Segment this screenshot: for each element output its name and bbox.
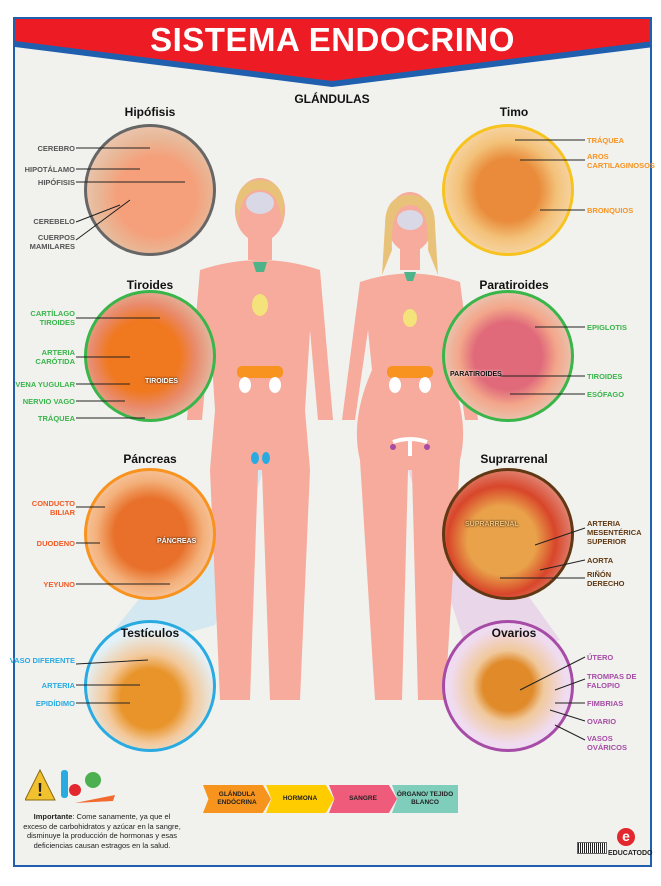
pancreas-inner-label: PÁNCREAS <box>157 538 197 545</box>
female-pancreas <box>387 366 433 378</box>
label-aorta: AORTA <box>587 556 614 565</box>
note-text: : Come sanamente, ya que el exceso de ca… <box>23 812 181 850</box>
tiroides-title: Tiroides <box>126 278 174 292</box>
label-arteria-carotida: ARTERIA CARÓTIDA <box>35 348 75 366</box>
male-pancreas <box>237 366 283 378</box>
tiroides-inner-label: TIROIDES <box>145 378 179 385</box>
warning-food-icon: ! <box>25 768 115 803</box>
pancreas-title: Páncreas <box>123 452 177 466</box>
female-uterus <box>392 437 428 456</box>
label-tiroides-para: TIROIDES <box>587 372 623 381</box>
note-bold: Importante <box>33 812 73 821</box>
female-hair <box>382 195 438 275</box>
label-bronquios: BRONQUIOS <box>587 206 634 215</box>
label-vena-yugular: VENA YUGULAR <box>15 380 75 389</box>
paratiroides-circle <box>442 290 574 422</box>
label-cartilago-tiroides: CARTÍLAGO TIROIDES <box>30 309 75 327</box>
svg-text:!: ! <box>37 780 43 800</box>
label-cerebro: CEREBRO <box>37 144 75 153</box>
title-banner <box>15 19 650 87</box>
timo-title: Timo <box>499 105 529 119</box>
male-testis <box>251 452 259 464</box>
label-vasos-ovaricos: VASOS OVÁRICOS <box>587 734 628 752</box>
male-thymus <box>252 294 268 316</box>
label-utero: ÚTERO <box>587 653 614 662</box>
timo-circle <box>442 124 574 256</box>
label-rinon-derecho: RIÑÓN DERECHO <box>587 570 625 588</box>
suprarrenal-circle <box>442 468 574 600</box>
pancreas-circle <box>84 468 216 600</box>
label-traquea-timo: TRÁQUEA <box>587 136 625 145</box>
label-epiglotis: EPIGLOTIS <box>587 323 628 332</box>
label-vaso-diferente: VASO DIFERENTE <box>9 656 75 665</box>
ovarios-title: Ovarios <box>491 626 537 640</box>
label-trompas-falopio: TROMPAS DE FALOPIO <box>587 672 637 690</box>
male-adrenal <box>239 377 251 393</box>
label-fimbrias: FIMBRIAS <box>587 699 624 708</box>
flow-step-glandula: GLÁNDULA ENDÓCRINA <box>203 785 271 813</box>
poster-title: SISTEMA ENDOCRINO <box>150 21 515 58</box>
suprarrenal-inner-label: SUPRARRENAL <box>465 521 519 528</box>
female-ovary <box>390 444 396 450</box>
flow-step-organo: ÓRGANO/ TEJIDO BLANCO <box>392 785 458 813</box>
female-thymus <box>403 309 417 327</box>
label-traquea: TRÁQUEA <box>37 414 75 423</box>
label-arteria: ARTERIA <box>41 681 75 690</box>
hipofisis-circle <box>84 124 216 256</box>
female-brain <box>397 210 423 230</box>
label-yeyuno: YEYUNO <box>43 580 75 589</box>
important-note: Importante: Come sanamente, ya que el ex… <box>22 812 182 850</box>
male-thyroid <box>253 262 267 272</box>
label-ovario: OVARIO <box>587 717 617 726</box>
label-arteria-mesenterica: ARTERIA MESENTÉRICA SUPERIOR <box>587 519 642 546</box>
paratiroides-title: Paratiroides <box>479 278 549 292</box>
tiroides-circle <box>84 290 216 422</box>
label-conducto-biliar: CONDUCTO BILIAR <box>31 499 75 517</box>
testiculos-title: Testículos <box>120 626 180 640</box>
label-cuerpos-mamilares: CUERPOS MAMILARES <box>29 233 75 251</box>
label-nervio-vago: NERVIO VAGO <box>22 397 75 406</box>
brand-name: EDUCATODO <box>608 850 653 857</box>
paratiroides-inner-label: PARATIROIDES <box>450 371 502 378</box>
label-hipotalamo: HIPOTÁLAMO <box>24 165 75 174</box>
publisher-info <box>526 840 562 849</box>
label-epididimo: EPIDÍDIMO <box>35 699 75 708</box>
educatodo-logo-icon: e <box>617 828 635 846</box>
label-cerebelo: CEREBELO <box>33 217 75 226</box>
male-brain <box>246 192 274 214</box>
hipofisis-title: Hipófisis <box>124 105 176 119</box>
barcode <box>577 842 607 854</box>
label-duodeno: DUODENO <box>36 539 75 548</box>
female-adrenal <box>389 377 401 393</box>
female-thyroid <box>404 272 416 281</box>
flow-step-hormona: HORMONA <box>266 785 334 813</box>
label-aros-cartilaginosos: AROS CARTILAGINOSOS <box>587 152 655 170</box>
male-hair <box>236 180 284 225</box>
suprarrenal-title: Suprarrenal <box>480 452 548 466</box>
label-esofago: ESÓFAGO <box>587 390 625 399</box>
flow-step-sangre: SANGRE <box>329 785 397 813</box>
label-hipofisis: HIPÓFISIS <box>37 178 75 187</box>
glands-heading: GLÁNDULAS <box>294 92 370 106</box>
